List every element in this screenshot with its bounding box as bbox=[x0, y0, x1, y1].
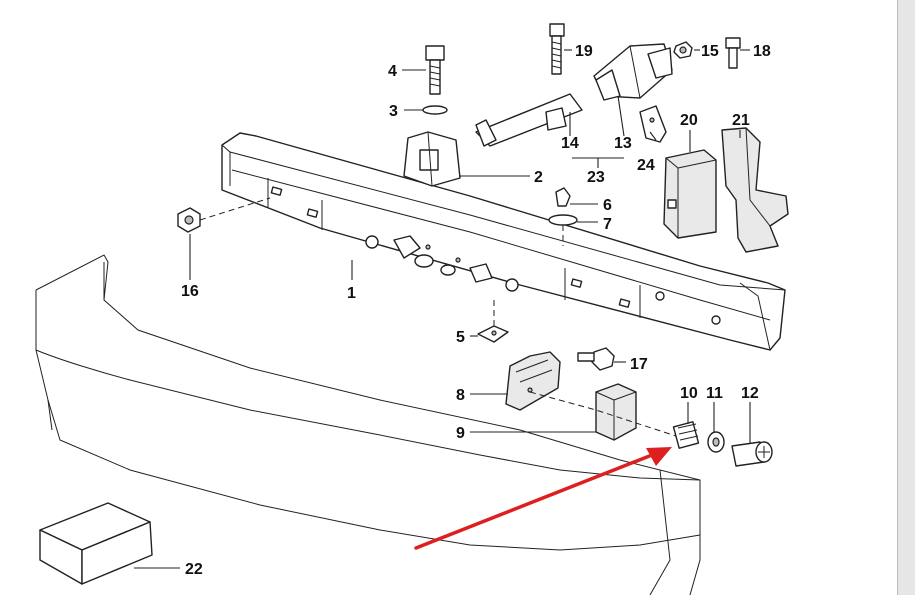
part-7-washer bbox=[548, 214, 578, 226]
part-15-nut bbox=[673, 41, 693, 59]
callout-12: 12 bbox=[741, 385, 759, 402]
part-4-bolt bbox=[425, 45, 445, 95]
callout-9: 9 bbox=[456, 425, 465, 442]
part-13-absorber bbox=[593, 43, 673, 101]
part-20-bracket bbox=[663, 149, 717, 239]
part-24-bracket bbox=[639, 105, 667, 143]
callout-15: 15 bbox=[701, 43, 719, 60]
callout-16: 16 bbox=[181, 283, 199, 300]
part-18-screw bbox=[725, 37, 741, 69]
part-17-bolt bbox=[577, 347, 615, 371]
part-5-clip bbox=[477, 325, 509, 343]
part-12-sleeve bbox=[731, 441, 773, 467]
callout-11: 11 bbox=[706, 385, 723, 402]
part-1-carrier bbox=[221, 132, 786, 351]
callout-22: 22 bbox=[185, 561, 203, 578]
callout-21: 21 bbox=[732, 112, 750, 129]
callout-6: 6 bbox=[603, 197, 612, 214]
callout-3: 3 bbox=[389, 103, 398, 120]
part-16-nut bbox=[177, 207, 201, 233]
callout-19: 19 bbox=[575, 43, 593, 60]
part-8-plate bbox=[505, 351, 561, 411]
callout-13: 13 bbox=[614, 135, 632, 152]
callout-24: 24 bbox=[637, 157, 655, 174]
callout-5: 5 bbox=[456, 329, 465, 346]
callout-2: 2 bbox=[534, 169, 543, 186]
part-11-washer bbox=[707, 431, 725, 453]
part-22-block bbox=[39, 502, 153, 585]
window-edge bbox=[897, 0, 915, 595]
callout-7: 7 bbox=[603, 216, 612, 233]
part-10-spring bbox=[672, 421, 700, 449]
part-19-bolt bbox=[549, 23, 565, 75]
leader-lines bbox=[134, 49, 751, 569]
part-2-bracket bbox=[403, 131, 461, 187]
assembly-line-9 bbox=[529, 391, 677, 437]
callout-18: 18 bbox=[753, 43, 771, 60]
part-14-absorber bbox=[475, 93, 583, 147]
callout-17: 17 bbox=[630, 356, 648, 373]
callout-14: 14 bbox=[561, 135, 579, 152]
annotation-arrow bbox=[414, 447, 672, 550]
part-6-clip bbox=[555, 187, 571, 207]
callout-1: 1 bbox=[347, 285, 356, 302]
callout-4: 4 bbox=[388, 63, 397, 80]
assembly-line-16 bbox=[199, 197, 271, 221]
part-3-washer bbox=[422, 105, 448, 115]
bumper-cover bbox=[35, 254, 701, 595]
callout-8: 8 bbox=[456, 387, 465, 404]
callout-20: 20 bbox=[680, 112, 698, 129]
part-21-guide bbox=[721, 127, 789, 253]
callout-23: 23 bbox=[587, 169, 605, 186]
callout-10: 10 bbox=[680, 385, 698, 402]
callouts: 1 2 3 4 5 6 7 8 9 10 11 12 13 14 15 16 1… bbox=[181, 43, 771, 578]
